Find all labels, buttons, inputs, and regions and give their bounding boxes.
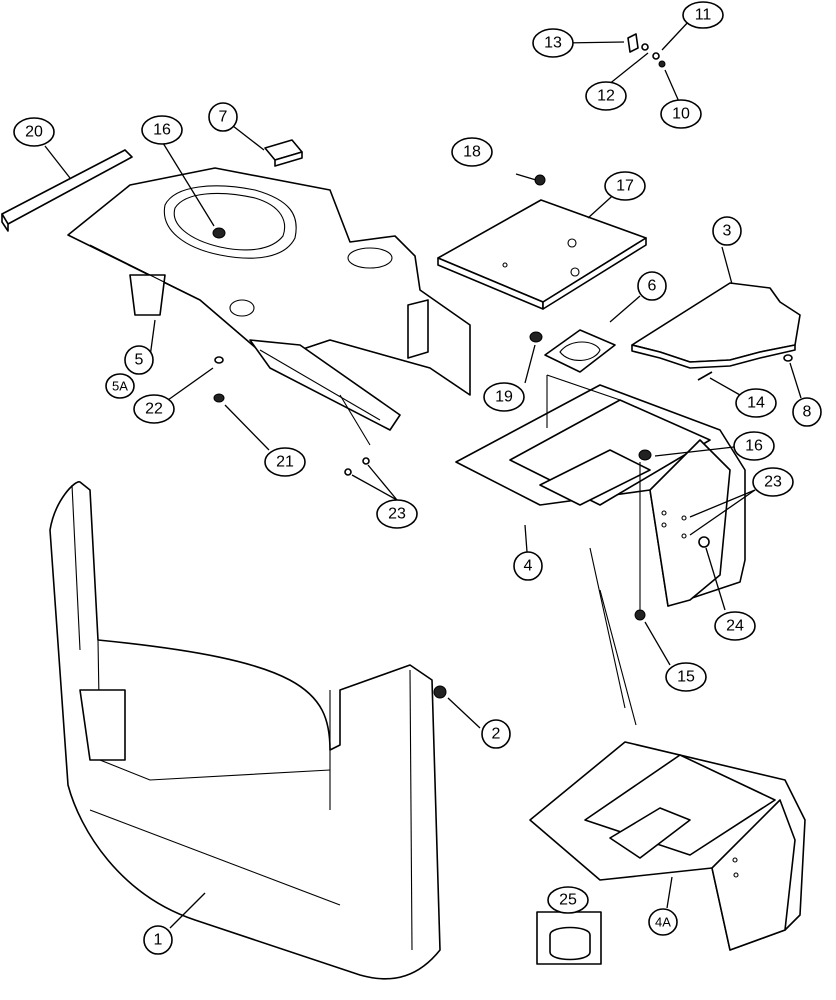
svg-text:6: 6 xyxy=(648,278,657,295)
part-24-plug xyxy=(698,536,710,548)
callout-13: 13 xyxy=(532,28,574,58)
svg-text:5: 5 xyxy=(135,352,144,369)
svg-text:20: 20 xyxy=(25,124,43,141)
callout-5: 5 xyxy=(124,345,154,375)
part-18-bolt xyxy=(534,174,546,186)
svg-text:14: 14 xyxy=(747,395,765,412)
part-21-nut xyxy=(213,393,225,403)
callout-16: 16 xyxy=(141,115,183,145)
callout-20: 20 xyxy=(13,117,55,147)
svg-text:18: 18 xyxy=(463,144,481,161)
svg-text:13: 13 xyxy=(544,35,562,52)
svg-text:16: 16 xyxy=(153,122,171,139)
callout-2: 2 xyxy=(481,719,511,749)
explode-line-a xyxy=(589,547,626,709)
svg-text:3: 3 xyxy=(723,223,732,240)
callout-24: 24 xyxy=(714,611,756,641)
callout-14: 14 xyxy=(735,388,777,418)
callout-17: 17 xyxy=(604,171,646,201)
part-7-bracket xyxy=(264,139,303,167)
svg-text:12: 12 xyxy=(597,88,615,105)
callout-22: 22 xyxy=(133,394,175,424)
svg-text:24: 24 xyxy=(726,618,744,635)
svg-text:16: 16 xyxy=(745,438,763,455)
part-20-bar xyxy=(1,149,133,232)
part-14-strip xyxy=(697,371,713,381)
part-1-lower-body xyxy=(49,481,441,980)
callout-25: 25 xyxy=(547,886,589,914)
part-15-nut xyxy=(634,609,646,621)
callout-23-right: 23 xyxy=(752,467,794,497)
part-16-grommet xyxy=(212,227,226,239)
part-23-plug-a xyxy=(344,468,352,476)
svg-text:4: 4 xyxy=(524,558,533,575)
part-6-mat xyxy=(544,329,616,373)
callout-3: 3 xyxy=(712,216,742,246)
svg-text:8: 8 xyxy=(803,404,812,421)
svg-text:5A: 5A xyxy=(112,379,128,394)
part-19-nut xyxy=(529,331,543,343)
explode-line-b xyxy=(599,589,637,726)
callout-21: 21 xyxy=(264,447,306,477)
svg-text:23: 23 xyxy=(764,474,782,491)
callout-16-right: 16 xyxy=(733,431,775,461)
part-4-console xyxy=(455,374,746,607)
callout-12: 12 xyxy=(585,81,627,111)
callout-1: 1 xyxy=(143,925,173,955)
callout-8: 8 xyxy=(792,397,822,427)
part-23-plug-b xyxy=(362,457,370,465)
callout-19: 19 xyxy=(483,382,525,412)
callout-7: 7 xyxy=(208,102,238,132)
callout-15: 15 xyxy=(665,662,707,692)
callouts: 20 16 7 18 17 3 6 5 5A 22 21 23 19 14 8 … xyxy=(13,1,822,955)
part-22-washer xyxy=(214,356,224,364)
svg-text:23: 23 xyxy=(388,506,406,523)
callout-18: 18 xyxy=(451,137,493,167)
part-3-cover xyxy=(631,282,801,369)
part-8-clip xyxy=(783,354,793,362)
svg-text:25: 25 xyxy=(559,892,577,909)
callout-10: 10 xyxy=(660,99,702,129)
parts-10-13-hardware xyxy=(627,33,666,68)
part-17-plate xyxy=(437,199,647,310)
svg-text:22: 22 xyxy=(145,401,163,418)
svg-text:10: 10 xyxy=(672,106,690,123)
callout-6: 6 xyxy=(637,271,667,301)
svg-text:19: 19 xyxy=(495,389,513,406)
svg-text:4A: 4A xyxy=(655,915,671,930)
svg-text:21: 21 xyxy=(276,454,294,471)
callout-11: 11 xyxy=(682,1,724,29)
svg-text:11: 11 xyxy=(695,7,712,24)
part-25-inset xyxy=(536,911,602,965)
part-16-grommet-b xyxy=(638,449,652,461)
callout-4a: 4A xyxy=(648,908,678,936)
svg-text:2: 2 xyxy=(492,726,501,743)
svg-text:1: 1 xyxy=(154,932,163,949)
svg-text:7: 7 xyxy=(219,109,228,126)
callout-23-left: 23 xyxy=(376,499,418,529)
part-5-floor-panel xyxy=(67,167,471,446)
part-4a-console xyxy=(529,741,806,951)
svg-text:17: 17 xyxy=(616,178,634,195)
part-2-fastener xyxy=(433,685,447,699)
svg-text:15: 15 xyxy=(677,669,695,686)
callout-4: 4 xyxy=(513,551,543,581)
callout-5a: 5A xyxy=(105,373,135,399)
